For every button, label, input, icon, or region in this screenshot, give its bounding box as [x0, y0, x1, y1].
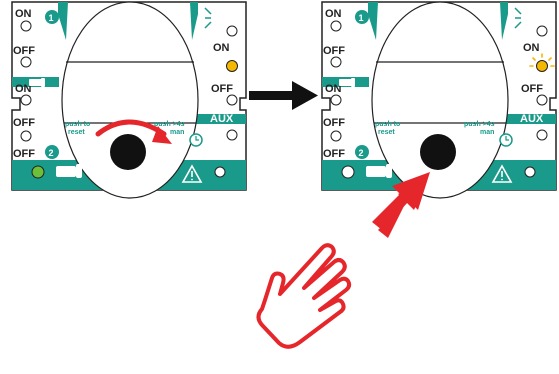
on2-label: ON	[325, 83, 342, 95]
right-on-label: ON	[213, 42, 230, 54]
push-man-line1: push >4s	[464, 121, 495, 128]
circuit-2-number: 2	[49, 148, 54, 158]
rotation-arrow-icon	[95, 119, 172, 144]
panel-before: ON OFF ON OFF OFF 1 2 ON OFF AUX push to…	[11, 1, 247, 199]
right-off-label: OFF	[211, 83, 233, 95]
off-led-yellow	[226, 60, 238, 72]
off-led-blinking	[529, 53, 555, 72]
lock-icon	[366, 164, 392, 178]
panel-after: ON OFF ON OFF OFF 1 2 ON OFF AUX push to…	[321, 1, 557, 199]
circuit-1-number: 1	[359, 13, 364, 23]
push-reset-line1: push to	[65, 121, 90, 128]
off2-label: OFF	[13, 117, 35, 129]
right-off-label: OFF	[521, 83, 543, 95]
aux-label: AUX	[520, 113, 544, 125]
lock-icon	[56, 164, 82, 178]
circuit-2-number: 2	[359, 148, 364, 158]
circuit-1-number: 1	[49, 13, 54, 23]
on1-label: ON	[15, 8, 32, 20]
clock-icon	[499, 133, 513, 147]
press-arrow-icon	[372, 172, 430, 238]
on2-label: ON	[15, 83, 32, 95]
clock-icon	[189, 133, 203, 147]
status-led-off	[341, 165, 355, 179]
off1-label: OFF	[323, 45, 345, 57]
boiler-icon	[29, 78, 45, 87]
aux-label: AUX	[210, 113, 234, 125]
push-man-line2: man	[480, 129, 494, 136]
on1-label: ON	[325, 8, 342, 20]
warning-icon	[181, 164, 203, 183]
right-on-label: ON	[523, 42, 540, 54]
push-reset-line2: reset	[68, 129, 85, 136]
off1-label: OFF	[13, 45, 35, 57]
horn-icon	[204, 7, 228, 29]
off2-label: OFF	[323, 117, 345, 129]
status-led-green	[31, 165, 45, 179]
pointing-hand-icon	[256, 243, 352, 349]
push-reset-line1: push to	[375, 121, 400, 128]
push-man-line1: push >4s	[154, 121, 185, 128]
off2b-label: OFF	[13, 148, 35, 160]
off2b-label: OFF	[323, 148, 345, 160]
warning-icon	[491, 164, 513, 183]
boiler-icon	[339, 78, 355, 87]
right-arrow-icon	[249, 81, 318, 110]
push-reset-line2: reset	[378, 129, 395, 136]
horn-icon	[514, 7, 538, 29]
push-man-line2: man	[170, 129, 184, 136]
